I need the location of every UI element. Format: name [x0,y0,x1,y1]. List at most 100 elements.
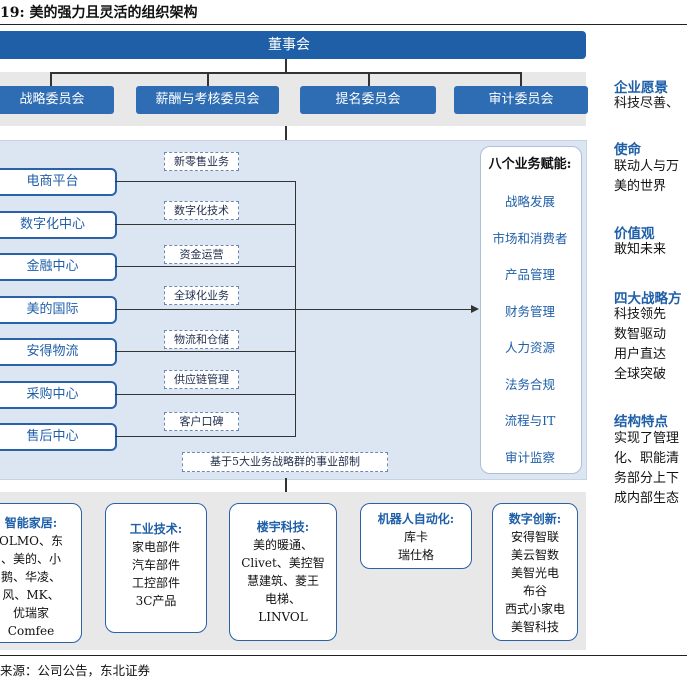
connector [115,309,295,310]
top-rule [0,24,687,25]
feature-text: 务部分上下 [614,471,680,486]
empower-item: 流程与IT [504,413,556,428]
group-line: 电梯、 [264,592,301,606]
empowerment-title: 八个业务赋能: [488,157,572,172]
unit-ecommerce: 电商平台 [0,168,117,196]
committee-audit: 审计委员会 [454,86,588,114]
group-line: OLMO、东 [0,534,63,548]
group-line: 布谷 [522,584,547,598]
connector [115,394,295,395]
mission-text: 美的世界 [614,179,667,194]
group-line: 西式小家电 [504,602,565,616]
group-robotics-automation: 机器人自动化: 库卡 瑞仕格 [360,503,472,569]
group-industrial-tech: 工业技术: 家电部件 汽车部件 工控部件 3C产品 [105,503,207,633]
group-title: 楼宇科技: [256,520,310,534]
business-capital-ops: 资金运营 [164,245,239,264]
values-heading: 价值观 [614,226,655,242]
board-box: 董事会 [0,31,586,59]
group-line: 库卡 [403,530,428,544]
empower-item: 市场和消费者 [492,231,568,246]
empower-item: 财务管理 [504,304,555,319]
group-title: 智能家居: [4,516,58,530]
feature-text: 化、职能清 [614,451,680,466]
empower-item: 法务合规 [504,377,555,392]
connector [285,59,287,73]
source-note: 来源：公司公告，东北证券 [0,663,151,678]
mission-text: 联动人与万 [614,159,680,174]
group-line: 美云智数 [510,548,559,562]
connector [207,72,209,86]
group-line: 风、MK、 [2,588,60,602]
bottom-rule [0,655,687,656]
group-line: 瑞仕格 [397,548,434,562]
group-line: 美智光电 [510,566,559,580]
unit-digital-center: 数字化中心 [0,211,117,239]
connector [115,181,295,182]
structure-note: 基于5大业务战略群的事业部制 [182,452,388,472]
group-line: Clivet、美控智 [241,556,325,570]
group-line: 汽车部件 [131,558,180,572]
group-line: LINVOL [258,610,308,624]
vision-heading: 企业愿景 [614,80,668,96]
empowerment-box [480,146,582,474]
business-globalization: 全球化业务 [164,286,239,305]
group-smart-home: 智能家居: OLMO、东 、美的、小 鹅、华凌、 风、MK、 优瑞家 Comfe… [0,503,82,643]
group-line: 慧建筑、菱王 [246,574,319,588]
group-line: 工控部件 [131,576,180,590]
connector [520,72,522,86]
committee-nomination: 提名委员会 [300,86,436,114]
group-title: 数字创新: [508,512,562,526]
group-line: 美的暖通、 [252,538,313,552]
unit-procurement: 采购中心 [0,381,117,409]
connector [115,266,295,267]
unit-finance-center: 金融中心 [0,253,117,281]
arrow-head [471,305,479,313]
group-line: 家电部件 [131,540,180,554]
group-line: 、美的、小 [0,552,61,566]
business-logistics-warehousing: 物流和仓储 [164,330,239,349]
strategy-text: 科技领先 [614,307,667,322]
strategy-heading: 四大战略方 [614,291,682,307]
connector [50,72,52,86]
feature-text: 成内部生态 [614,491,680,506]
group-title: 机器人自动化: [377,512,455,526]
empower-item: 产品管理 [504,267,555,282]
business-customer-reputation: 客户口碑 [164,412,239,431]
empower-item: 人力资源 [504,340,555,355]
group-line: Comfee [7,624,55,638]
business-supply-chain: 供应链管理 [164,370,239,389]
feature-heading: 结构特点 [614,414,668,430]
vision-text: 科技尽善、 [614,96,680,111]
arrow-line [295,309,473,310]
connector [115,351,295,352]
group-building-tech: 楼宇科技: 美的暖通、 Clivet、美控智 慧建筑、菱王 电梯、 LINVOL [229,503,337,641]
group-line: 3C产品 [135,594,177,608]
empower-item: 战略发展 [504,194,555,209]
unit-annto-logistics: 安得物流 [0,338,117,366]
values-text: 敢知未来 [614,242,667,257]
connector [50,72,522,74]
group-line: 美智科技 [510,620,559,634]
connector [115,224,295,225]
connector [285,126,287,140]
strategy-text: 用户直达 [614,347,667,362]
unit-midea-international: 美的国际 [0,296,117,324]
committee-strategy: 战略委员会 [0,86,114,114]
unit-after-sales: 售后中心 [0,423,117,451]
connector [285,478,287,492]
strategy-text: 数智驱动 [614,327,667,342]
group-line: 优瑞家 [12,606,49,620]
group-title: 工业技术: [129,522,183,536]
empower-item: 审计监察 [504,450,555,465]
business-digital-tech: 数字化技术 [164,201,239,220]
group-digital-innovation: 数字创新: 安得智联 美云智数 美智光电 布谷 西式小家电 美智科技 [492,503,578,641]
committee-compensation: 薪酬与考核委员会 [136,86,279,114]
feature-text: 实现了管理 [614,431,680,446]
group-line: 鹅、华凌、 [0,570,61,584]
mission-heading: 使命 [614,142,641,158]
figure-title: 19: 美的强力且灵活的组织架构 [0,5,198,21]
strategy-text: 全球突破 [614,367,667,382]
connector [115,436,295,437]
group-line: 安得智联 [510,530,559,544]
connector [368,72,370,86]
